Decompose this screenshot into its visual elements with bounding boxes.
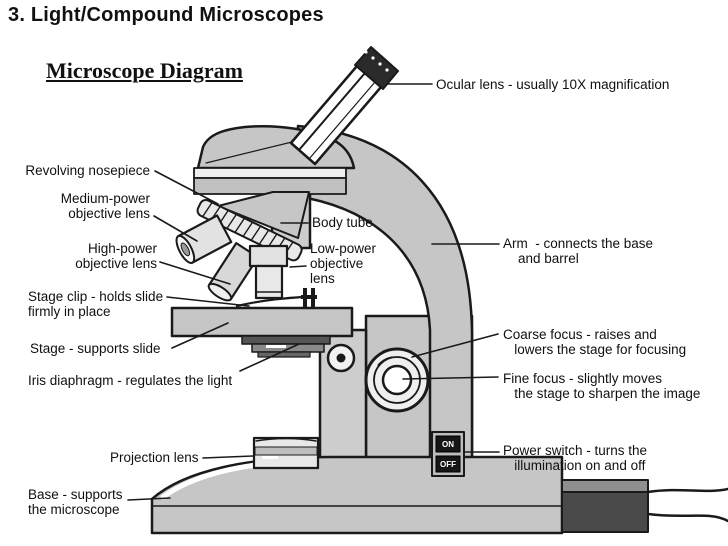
power-cord-2 [646, 512, 728, 523]
ocular-rib [385, 68, 389, 72]
stage-clip [235, 295, 305, 308]
label-revolving-nosepiece: Revolving nosepiece [25, 163, 150, 178]
medium-power-objective [175, 214, 233, 264]
leader-lines [127, 83, 500, 501]
arm [294, 124, 474, 464]
leader-medium-objective [153, 215, 198, 242]
power-cord-1 [646, 487, 728, 494]
stage [170, 306, 354, 338]
stage-adjust-knob-center [336, 353, 346, 363]
eyepiece-tube-line2 [308, 81, 376, 160]
leader-base [127, 497, 171, 501]
label-low-objective: Low-power objective lens [310, 241, 377, 287]
label-coarse-focus: Coarse focus - raises and lowers the sta… [503, 327, 687, 358]
eyepiece-tube-line [298, 72, 366, 151]
label-arm: Arm - connects the base and barrel [503, 236, 654, 267]
off-button [435, 455, 461, 473]
label-fine-focus: Fine focus - slightly moves the stage to… [503, 371, 701, 402]
leader-iris [239, 343, 300, 372]
leader-stage [171, 322, 229, 349]
on-button-label: ON [442, 440, 454, 449]
leader-stage-clip [166, 296, 250, 307]
high-power-objective [207, 242, 260, 302]
label-stage: Stage - supports slide [30, 341, 161, 356]
ocular-rib [364, 50, 368, 54]
diagram-heading: Microscope Diagram [46, 58, 243, 83]
leader-revolving-nosepiece [154, 170, 219, 205]
head-collar [193, 177, 347, 195]
ocular-rib [371, 56, 375, 60]
leader-low-objective [289, 265, 307, 268]
stage-clip-screw [301, 288, 317, 308]
nosepiece-cone [217, 191, 310, 239]
label-stage-clip: Stage clip - holds slide firmly in place [28, 289, 164, 320]
leader-high-objective [159, 261, 231, 285]
leader-projection-lens [202, 455, 254, 459]
power-switch [431, 431, 465, 477]
knob-highlight [377, 356, 393, 366]
label-projection-lens: Projection lens [110, 450, 199, 465]
label-iris-diaphragm: Iris diaphragm - regulates the light [28, 373, 233, 388]
fine-focus-knob [381, 364, 413, 396]
low-power-objective [248, 244, 289, 300]
label-high-objective: High-power objective lens [75, 241, 157, 272]
on-button [435, 435, 461, 453]
label-medium-objective: Medium-power objective lens [60, 191, 150, 222]
iris-diaphragm [241, 335, 331, 358]
leader-fine-focus [402, 376, 499, 380]
label-body-tube: Body tube [312, 215, 373, 230]
cord-housing [561, 491, 649, 533]
label-power-switch: Power switch - turns the illumination on… [503, 443, 648, 474]
page-title: 3. Light/Compound Microscopes [8, 4, 324, 26]
projection-lens [252, 436, 320, 470]
head-collar-top [193, 167, 347, 179]
off-button-label: OFF [440, 460, 456, 469]
coarse-focus-ring [373, 356, 421, 404]
leader-coarse-focus [411, 333, 499, 358]
label-base: Base - supports the microscope [28, 487, 123, 518]
ocular-rib [378, 62, 382, 66]
label-ocular-lens: Ocular lens - usually 10X magnification [436, 77, 670, 92]
base [150, 455, 564, 535]
